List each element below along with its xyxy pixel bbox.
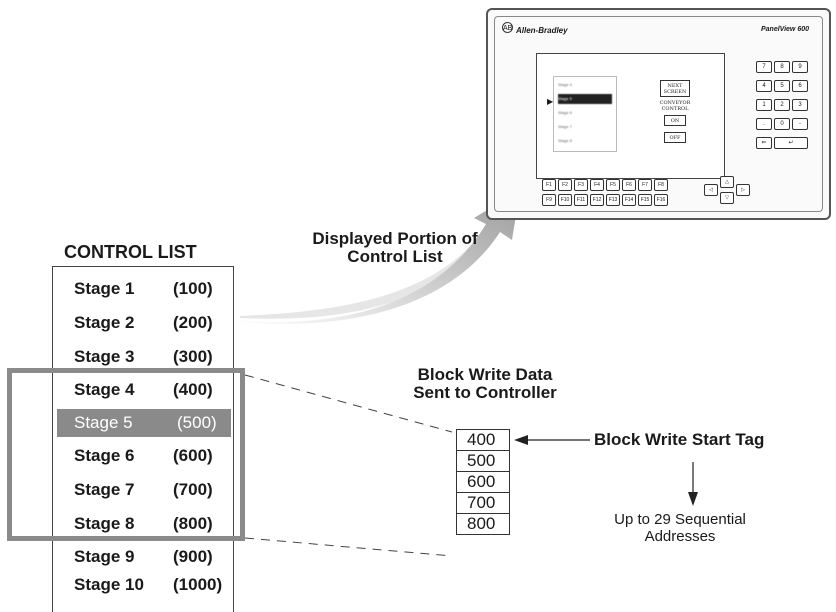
- function-key[interactable]: F14: [622, 194, 636, 206]
- list-item: Stage 2 (200): [52, 309, 232, 337]
- screen-list-row: Stage 8: [558, 138, 572, 143]
- list-item: Stage 1 (100): [52, 275, 232, 303]
- key-5[interactable]: 5: [774, 80, 790, 92]
- key-8[interactable]: 8: [774, 61, 790, 73]
- list-item: Stage 8 (800): [52, 510, 232, 538]
- control-list-box: [52, 266, 234, 612]
- screen-list-row: Stage 6: [558, 110, 572, 115]
- block-write-title: Block Write Data Sent to Controller: [413, 365, 557, 402]
- screen-list-row-selected: Stage 5: [558, 94, 612, 104]
- list-item: Stage 9 (900): [52, 543, 232, 571]
- stage-name: Stage 6: [74, 446, 135, 465]
- displayed-portion-frame: [7, 368, 245, 541]
- function-key[interactable]: F13: [606, 194, 620, 206]
- up-arrow-key-icon[interactable]: △: [720, 176, 734, 188]
- stage-name: Stage 5: [74, 413, 133, 432]
- function-key[interactable]: F9: [542, 194, 556, 206]
- on-button[interactable]: ON: [664, 115, 686, 126]
- list-item: Stage 6 (600): [52, 442, 232, 470]
- terminal-screen: ▶ Stage 4 Stage 5 Stage 6 Stage 7 Stage …: [536, 53, 725, 179]
- function-key[interactable]: F8: [654, 179, 668, 191]
- key-9[interactable]: 9: [792, 61, 808, 73]
- block-write-start-tag-label: Block Write Start Tag: [594, 430, 765, 449]
- key-6[interactable]: 6: [792, 80, 808, 92]
- stage-value: (800): [173, 514, 213, 533]
- stage-name: Stage 2: [74, 313, 135, 332]
- function-key[interactable]: F3: [574, 179, 588, 191]
- function-key[interactable]: F16: [654, 194, 668, 206]
- block-write-cell: 700: [456, 492, 510, 514]
- key-7[interactable]: 7: [756, 61, 772, 73]
- stage-name: Stage 4: [74, 380, 135, 399]
- function-key[interactable]: F6: [622, 179, 636, 191]
- stage-value: (200): [173, 313, 213, 332]
- stage-name: Stage 7: [74, 480, 135, 499]
- enter-key-icon[interactable]: ↵: [774, 137, 808, 149]
- off-button[interactable]: OFF: [664, 132, 686, 143]
- stage-value: (600): [173, 446, 213, 465]
- list-item: Stage 3 (300): [52, 343, 232, 371]
- function-key[interactable]: F5: [606, 179, 620, 191]
- right-arrow-key-icon[interactable]: ▷: [736, 184, 750, 196]
- key-minus[interactable]: -: [792, 118, 808, 130]
- next-screen-button[interactable]: NEXT SCREEN: [660, 80, 690, 97]
- block-write-cell: 600: [456, 471, 510, 493]
- down-arrow-key-icon[interactable]: ▽: [720, 192, 734, 204]
- key-4[interactable]: 4: [756, 80, 772, 92]
- terminal-brand: Allen-Bradley: [516, 26, 568, 35]
- screen-list-row: Stage 7: [558, 124, 572, 129]
- key-decimal[interactable]: .: [756, 118, 772, 130]
- block-write-cell: 500: [456, 450, 510, 472]
- control-list-title: CONTROL LIST: [64, 242, 197, 262]
- left-arrow-key-icon[interactable]: ◁: [704, 184, 718, 196]
- stage-value: (300): [173, 347, 213, 366]
- key-0[interactable]: 0: [774, 118, 790, 130]
- function-key[interactable]: F15: [638, 194, 652, 206]
- stage-value: (100): [173, 279, 213, 298]
- stage-value: (1000): [173, 575, 223, 594]
- stage-name: Stage 1: [74, 279, 135, 298]
- ab-logo-icon: AB: [502, 22, 513, 33]
- stage-name: Stage 9: [74, 547, 135, 566]
- block-write-cell: 400: [456, 429, 510, 451]
- stage-name: Stage 10: [74, 575, 144, 594]
- cursor-arrow-icon: ▶: [547, 97, 554, 106]
- sequential-addresses-label: Up to 29 Sequential Addresses: [614, 511, 746, 545]
- stage-value: (700): [173, 480, 213, 499]
- conveyor-control-label: CONVEYOR CONTROL: [659, 100, 691, 112]
- function-key[interactable]: F1: [542, 179, 556, 191]
- displayed-portion-label: Displayed Portion of Control List: [312, 229, 478, 266]
- block-write-cell: 800: [456, 513, 510, 535]
- screen-list-row: Stage 4: [558, 82, 572, 87]
- screen-list: Stage 4 Stage 5 Stage 6 Stage 7 Stage 8: [553, 76, 617, 152]
- list-item-highlighted: Stage 5 (500): [57, 409, 231, 437]
- stage-value: (900): [173, 547, 213, 566]
- function-key[interactable]: F4: [590, 179, 604, 191]
- stage-name: Stage 8: [74, 514, 135, 533]
- function-key[interactable]: F12: [590, 194, 604, 206]
- stage-value: (500): [177, 413, 217, 432]
- list-item: Stage 7 (700): [52, 476, 232, 504]
- terminal-inner-bezel: [494, 16, 823, 212]
- function-key[interactable]: F2: [558, 179, 572, 191]
- key-1[interactable]: 1: [756, 99, 772, 111]
- stage-value: (400): [173, 380, 213, 399]
- stage-name: Stage 3: [74, 347, 135, 366]
- terminal-model: PanelView 600: [761, 26, 809, 33]
- panelview-terminal: AB Allen-Bradley PanelView 600 ▶ Stage 4…: [486, 8, 831, 220]
- function-key[interactable]: F10: [558, 194, 572, 206]
- function-key[interactable]: F7: [638, 179, 652, 191]
- list-item: Stage 10 (1000): [52, 571, 232, 599]
- key-3[interactable]: 3: [792, 99, 808, 111]
- backspace-key-icon[interactable]: ⇐: [756, 137, 772, 149]
- function-key[interactable]: F11: [574, 194, 588, 206]
- list-item: Stage 4 (400): [52, 376, 232, 404]
- key-2[interactable]: 2: [774, 99, 790, 111]
